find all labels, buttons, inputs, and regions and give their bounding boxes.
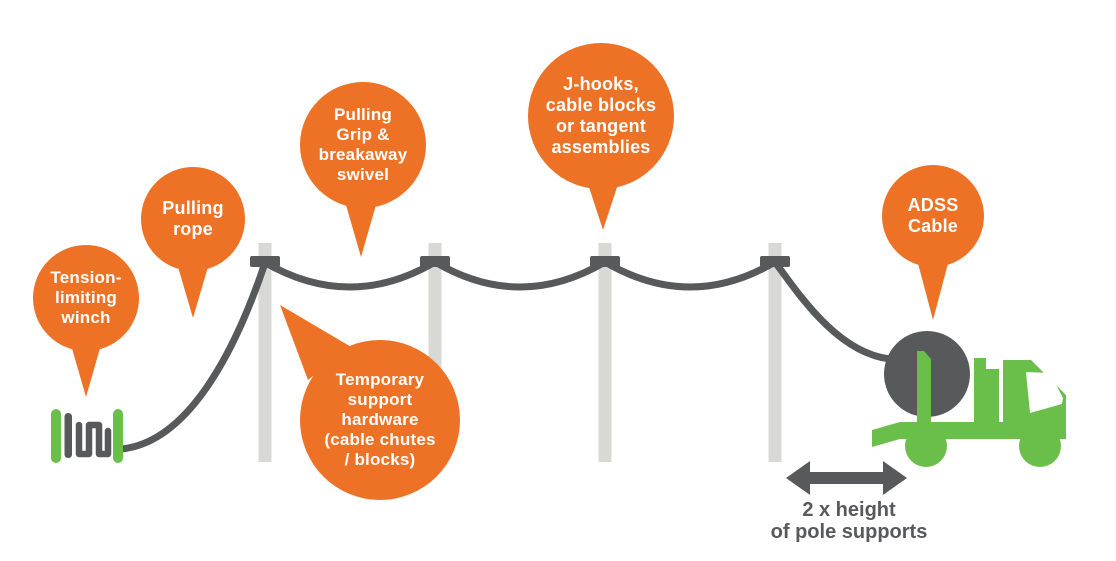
bubble-label: Pulling Grip & breakaway swivel <box>318 104 408 185</box>
measurement-label: 2 x height of pole supports <box>770 499 928 544</box>
tension-limiting-winch-icon <box>51 409 123 463</box>
bubble-temporary-support-hardware: Temporary support hardware (cable chutes… <box>300 340 460 500</box>
truck-wheel <box>905 425 947 467</box>
double-arrow-icon <box>786 461 907 495</box>
bubble-label: J-hooks, cable blocks or tangent assembl… <box>545 73 657 158</box>
utility-pole <box>598 243 612 462</box>
utility-pole <box>768 243 782 462</box>
bubble-label: Pulling rope <box>162 197 224 239</box>
bubble-j-hooks-cable-blocks: J-hooks, cable blocks or tangent assembl… <box>528 43 674 189</box>
arrow-head-right <box>883 461 907 495</box>
truck-headboard <box>974 358 986 422</box>
utility-pole <box>258 243 272 462</box>
bubble-label: ADSS Cable <box>907 194 959 236</box>
truck-headboard <box>986 369 999 422</box>
bubble-tension-limiting-winch: Tension- limiting winch <box>33 245 139 351</box>
winch-bar <box>64 413 72 458</box>
bubble-label: Temporary support hardware (cable chutes… <box>324 369 436 470</box>
arrow-shaft <box>804 472 889 484</box>
winch-coil <box>75 421 112 458</box>
bubble-pulling-rope: Pulling rope <box>141 167 245 271</box>
winch-flange <box>113 409 123 463</box>
truck-wheel <box>1019 425 1061 467</box>
pole-brackets <box>250 256 790 267</box>
winch-flange <box>51 409 61 463</box>
bubble-adss-cable: ADSS Cable <box>882 165 984 267</box>
bubble-pulling-grip-breakaway-swivel: Pulling Grip & breakaway swivel <box>300 82 426 208</box>
truck-bed-ramp <box>872 422 900 447</box>
cable-line <box>117 258 894 453</box>
truck-icon <box>872 351 1066 467</box>
reel-post <box>917 351 931 426</box>
arrow-head-left <box>786 461 810 495</box>
truck-window <box>1026 372 1063 413</box>
bubble-label: Tension- limiting winch <box>50 267 122 328</box>
